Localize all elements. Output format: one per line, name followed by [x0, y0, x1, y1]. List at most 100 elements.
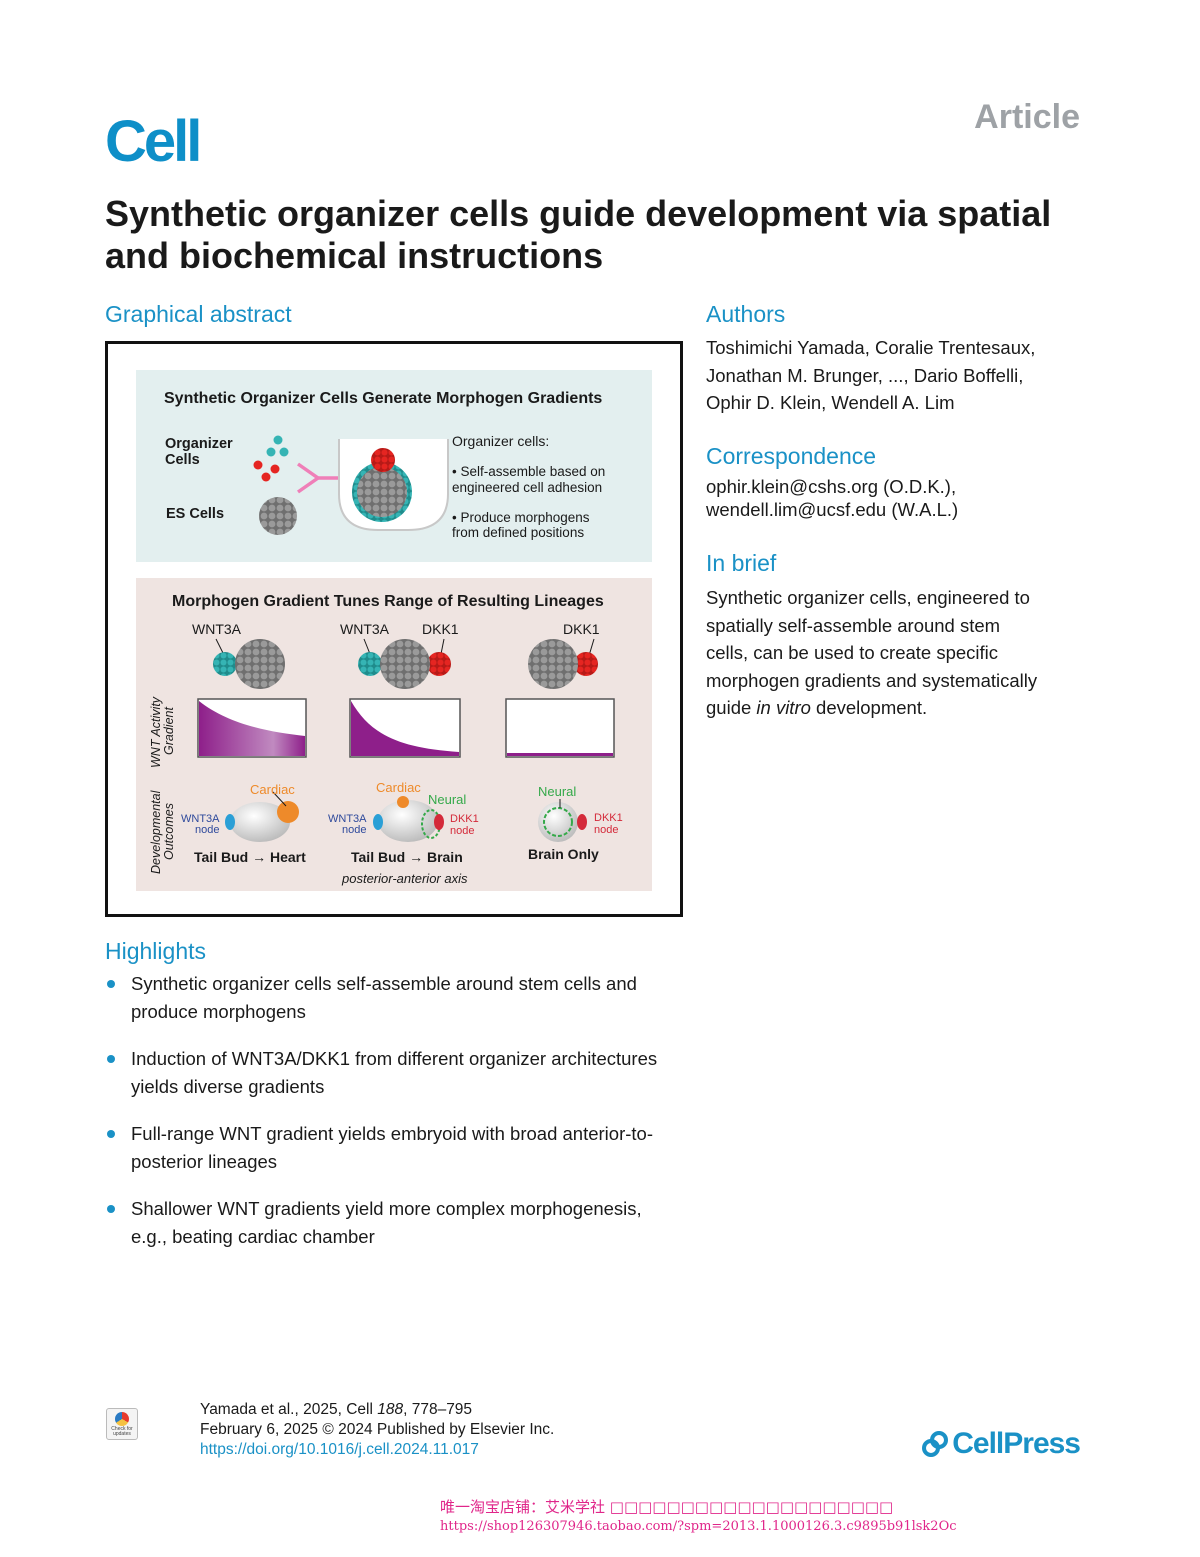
col3-morphogen-label: DKK1: [563, 621, 600, 637]
col2-morphogen-label-b: DKK1: [422, 621, 459, 637]
in-brief-line-5-pre: guide: [706, 697, 757, 718]
side-label-developmental: Developmental: [149, 789, 163, 874]
correspondence-email-1[interactable]: ophir.klein@cshs.org (O.D.K.),: [706, 476, 957, 497]
col1-morphogen-label: WNT3A: [192, 621, 242, 637]
highlight-text: Full-range WNT gradient yields embryoid …: [131, 1123, 653, 1172]
correspondence-emails: ophir.klein@cshs.org (O.D.K.), wendell.l…: [706, 475, 1106, 521]
gradient-box-shallow: [197, 698, 307, 758]
outcome1-wnt3a-node-2: node: [195, 824, 219, 836]
highlight-item: Full-range WNT gradient yields embryoid …: [105, 1120, 675, 1176]
graphical-abstract-figure: Synthetic Organizer Cells Generate Morph…: [136, 370, 652, 891]
config-wnt3a-organoid: [213, 638, 285, 689]
outcome2-cardiac-label: Cardiac: [376, 780, 421, 795]
badge-label: Check for updates: [111, 1426, 133, 1437]
bullet-icon: [107, 1205, 115, 1213]
outcome3-dkk1-node-1: DKK1: [594, 812, 623, 824]
outcome3-label: Brain Only: [528, 846, 599, 862]
article-type-label: Article: [974, 98, 1080, 136]
bullet-icon: [107, 1055, 115, 1063]
authors-list: Toshimichi Yamada, Coralie Trentesaux, J…: [706, 334, 1106, 417]
journal-logo: Cell: [105, 109, 202, 174]
check-for-updates-badge[interactable]: Check for updates: [106, 1408, 138, 1440]
in-brief-line-3: cells, can be used to create specific: [706, 642, 999, 663]
gradient-box-flat: [505, 698, 615, 758]
doi-link[interactable]: https://doi.org/10.1016/j.cell.2024.11.0…: [200, 1441, 479, 1458]
organizer-bullet1-line1: • Self-assemble based on: [452, 464, 605, 479]
in-brief-line-5: guide in vitro development.: [706, 694, 1106, 722]
gradient-box-steep: [349, 698, 461, 758]
publisher-name: CellPress: [952, 1427, 1081, 1460]
outcome1-cardiac-label: Cardiac: [250, 782, 295, 797]
in-brief-line-5-post: development.: [810, 697, 928, 718]
organizer-cell-dots: [253, 435, 289, 482]
organizer-bullet2-line2: from defined positions: [452, 525, 584, 540]
red-organizer-cap: [371, 448, 395, 472]
watermark-line-1: 唯一淘宝店铺：艾米学社 □□□□□□□□□□□□□□□□□□□□: [440, 1498, 894, 1516]
watermark-line-2: https://shop126307946.taobao.com/?spm=20…: [440, 1519, 957, 1534]
outcome2-dkk1-node-2: node: [450, 825, 474, 837]
side-label-wnt-activity: WNT Activity: [149, 696, 163, 768]
highlights-heading: Highlights: [105, 938, 206, 964]
in-brief-line-2: spatially self-assemble around stem: [706, 614, 1001, 636]
outcome3-dkk1-node-2: node: [594, 824, 618, 836]
outcome1-embryoid: [225, 791, 299, 842]
outcome3-neural-label: Neural: [538, 784, 576, 799]
authors-line-1: Toshimichi Yamada, Coralie Trentesaux,: [706, 337, 1036, 358]
citation-pages: , 778–795: [403, 1401, 473, 1418]
col2-morphogen-label-a: WNT3A: [340, 621, 390, 637]
citation-block: Yamada et al., 2025, Cell 188, 778–795 F…: [200, 1400, 554, 1460]
cellpress-icon: [922, 1431, 949, 1457]
outcome2-dkk1-node-1: DKK1: [450, 813, 479, 825]
copyright-line: February 6, 2025 © 2024 Published by Els…: [200, 1421, 555, 1438]
in-brief-text: Synthetic organizer cells, engineered to…: [706, 584, 1106, 722]
organizer-bullet2-line1: • Produce morphogens: [452, 510, 590, 525]
outcome2-wnt3a-node-2: node: [342, 824, 366, 836]
highlight-item: Shallower WNT gradients yield more compl…: [105, 1195, 675, 1251]
in-brief-line-1: Synthetic organizer cells, engineered to: [706, 587, 1030, 608]
outcome1-label: Tail Bud → Heart: [194, 849, 306, 865]
authors-line-2: Jonathan M. Brunger, ..., Dario Boffelli…: [706, 364, 1024, 386]
citation-line: Yamada et al., 2025, Cell 188, 778–795: [200, 1400, 554, 1420]
in-brief-heading: In brief: [706, 550, 777, 576]
organizer-cells-label-2: Cells: [165, 452, 200, 468]
check-for-updates-icon: [115, 1412, 129, 1426]
organizer-info-title: Organizer cells:: [452, 433, 549, 449]
side-label-gradient: Gradient: [162, 707, 176, 755]
bullet-icon: [107, 1130, 115, 1138]
outcome2-neural-label: Neural: [428, 792, 466, 807]
highlight-item: Induction of WNT3A/DKK1 from different o…: [105, 1045, 675, 1101]
side-label-outcomes: Outcomes: [162, 803, 176, 860]
config-wnt3a-dkk1-organoid: [358, 638, 451, 689]
citation-pre: Yamada et al., 2025, Cell: [200, 1401, 378, 1418]
outcome2-embryoid: [373, 796, 444, 842]
outcome3-embryoid: [538, 799, 587, 842]
in-brief-line-5-em: in vitro: [756, 697, 811, 718]
organizer-bullet1-line2: engineered cell adhesion: [452, 480, 602, 495]
highlight-text: Synthetic organizer cells self-assemble …: [131, 973, 637, 1022]
outcome2-label: Tail Bud → Brain: [351, 849, 463, 865]
publisher-logo: CellPress: [922, 1427, 1081, 1461]
correspondence-heading: Correspondence: [706, 443, 877, 469]
es-cells-label: ES Cells: [166, 506, 224, 522]
panel2-title: Morphogen Gradient Tunes Range of Result…: [172, 593, 604, 610]
config-dkk1-organoid: [528, 638, 598, 689]
highlight-text: Shallower WNT gradients yield more compl…: [131, 1198, 642, 1247]
es-aggregate: [357, 467, 407, 517]
correspondence-email-2[interactable]: wendell.lim@ucsf.edu (W.A.L.): [706, 499, 959, 520]
highlight-text: Induction of WNT3A/DKK1 from different o…: [131, 1048, 658, 1097]
paper-title: Synthetic organizer cells guide developm…: [105, 193, 1052, 276]
axis-label: posterior-anterior axis: [341, 871, 468, 886]
citation-volume: 188: [377, 1401, 404, 1418]
highlights-list: Synthetic organizer cells self-assemble …: [105, 970, 675, 1270]
es-cell-cluster: [259, 497, 297, 535]
bullet-icon: [107, 980, 115, 988]
graphical-abstract-heading: Graphical abstract: [105, 301, 292, 327]
authors-heading: Authors: [706, 301, 786, 327]
authors-line-3: Ophir D. Klein, Wendell A. Lim: [706, 392, 955, 413]
outcome1-wnt3a-node-1: WNT3A: [181, 813, 220, 825]
highlight-item: Synthetic organizer cells self-assemble …: [105, 970, 675, 1026]
outcome2-wnt3a-node-1: WNT3A: [328, 813, 367, 825]
in-brief-line-4: morphogen gradients and systematically: [706, 669, 1038, 691]
panel1-title: Synthetic Organizer Cells Generate Morph…: [164, 390, 602, 407]
organizer-cells-label-1: Organizer: [165, 436, 233, 452]
